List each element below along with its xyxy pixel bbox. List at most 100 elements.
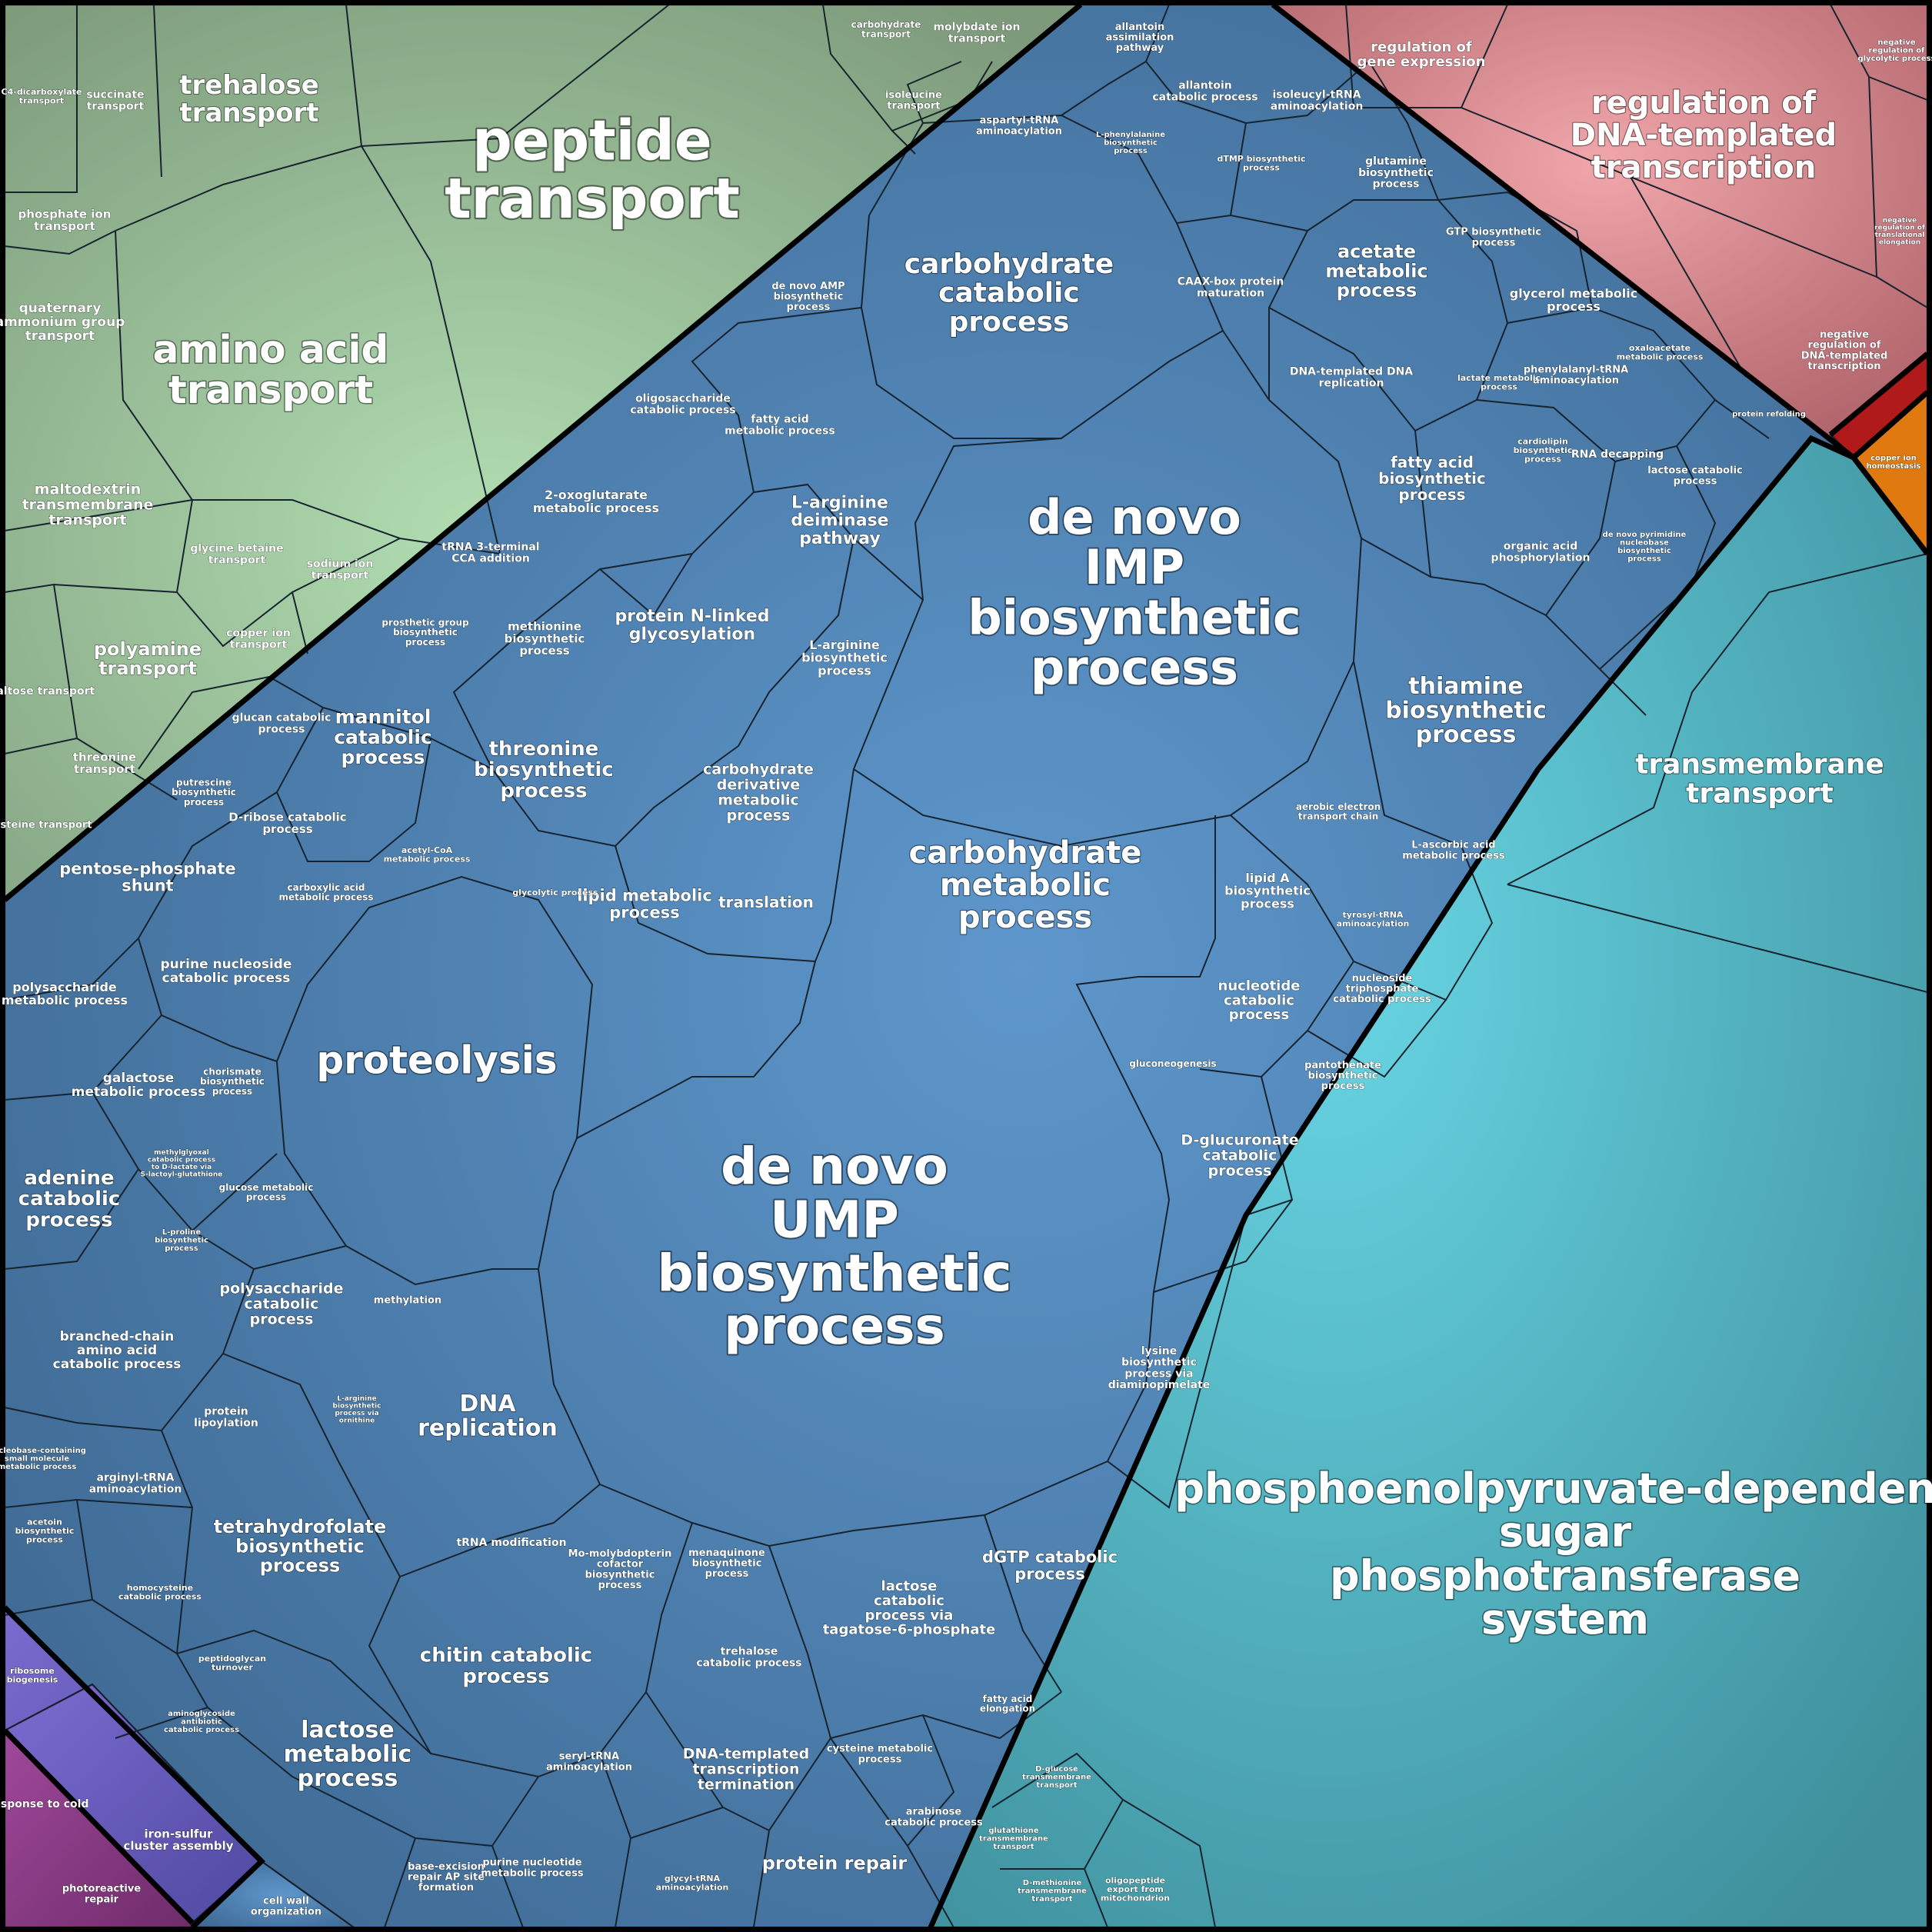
cell-label: proteolysis <box>316 1038 557 1083</box>
cell-label: tRNA modification <box>456 1537 566 1549</box>
cell-label: maltose transport <box>0 685 95 698</box>
cell-label: glycolytic process <box>512 888 598 898</box>
cell-label: translation <box>718 893 814 911</box>
cell-label: protein refolding <box>1732 411 1806 419</box>
cell-label: RNA decapping <box>1571 448 1664 461</box>
cell-label: response to cold <box>0 1798 88 1810</box>
cell-label: gluconeogenesis <box>1129 1058 1216 1069</box>
